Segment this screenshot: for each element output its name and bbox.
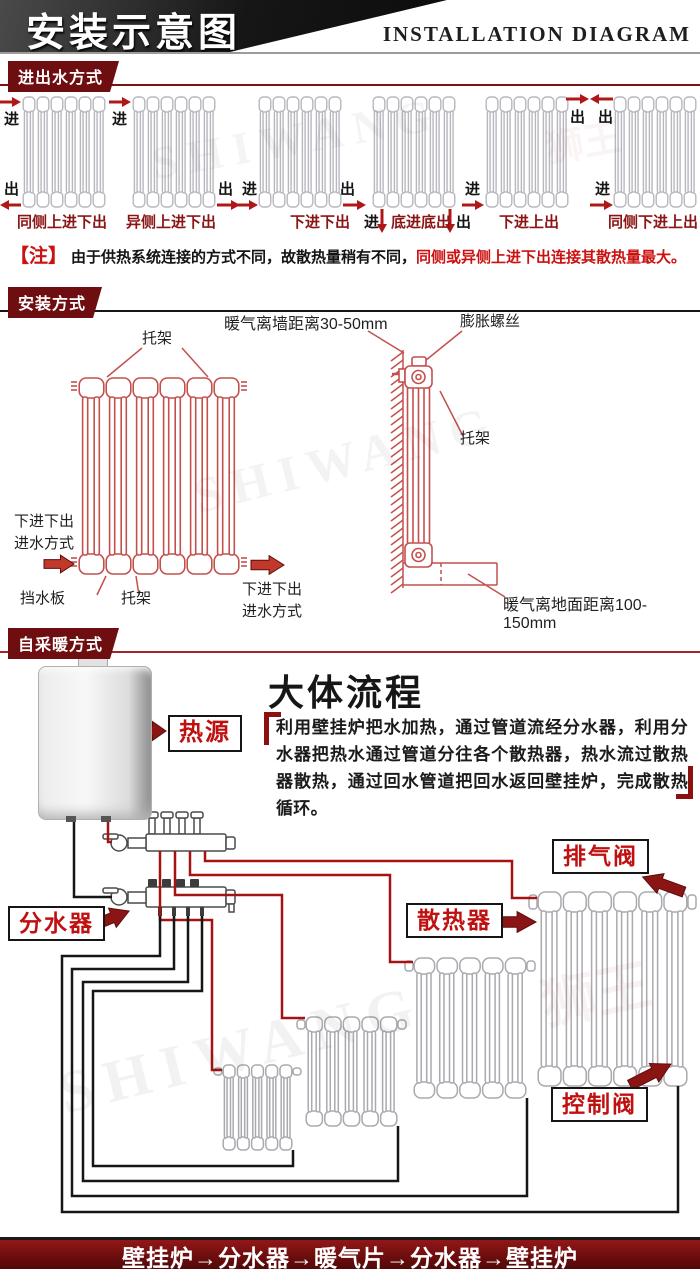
inlet-mode-line2: 进水方式 — [242, 603, 303, 620]
floor-distance-label: 暖气离地面距离100-150mm — [503, 597, 648, 632]
port-in-label: 进 — [242, 181, 258, 198]
inlet-mode-line1: 下进下出 — [242, 581, 303, 598]
port-in-label: 进 — [112, 111, 128, 128]
manifold-callout: 分水器 — [8, 906, 105, 942]
section-label-installation: 安装方式 — [8, 287, 102, 318]
inlet-mode-line1: 下进下出 — [14, 513, 75, 530]
section-label-self-heating: 自采暖方式 — [8, 628, 119, 659]
port-in-label: 进 — [465, 181, 481, 198]
section-divider-2 — [0, 310, 700, 312]
mode-label: 下进上出 — [498, 214, 559, 231]
mode-label: 底进底出 — [390, 214, 451, 231]
port-out-label: 出 — [218, 181, 234, 198]
page-subtitle: INSTALLATION DIAGRAM — [382, 22, 691, 46]
quote-corner-top — [264, 712, 281, 745]
control-valve-callout: 控制阀 — [551, 1087, 648, 1123]
note-text-highlight: 同侧或异侧上进下出连接其散热量最大。 — [416, 249, 687, 266]
port-in-label: 进 — [595, 181, 611, 198]
port-out-label: 出 — [340, 181, 356, 198]
note-tag: 【注】 — [10, 246, 68, 267]
bracket-label: 托架 — [121, 590, 152, 607]
port-out-label: 出 — [456, 214, 472, 231]
heat-source-callout: 热源 — [168, 715, 242, 752]
section-divider-3 — [0, 651, 700, 653]
quote-corner-bottom — [676, 766, 693, 799]
mode-label: 下进下出 — [289, 214, 350, 231]
port-out-label: 出 — [598, 109, 614, 126]
boiler-supply-port — [101, 816, 111, 822]
port-in-label: 进 — [4, 111, 20, 128]
boiler-return-port — [66, 816, 76, 822]
port-in-label: 进 — [364, 214, 380, 231]
radiator-callout: 散热器 — [406, 903, 503, 939]
section-divider-1 — [0, 84, 700, 86]
flow-title: 大体流程 — [268, 672, 425, 713]
flow-description: 利用壁挂炉把水加热，通过管道流经分水器，利用分水器把热水通过管道分往各个散热器，… — [276, 718, 688, 818]
expansion-screw-label: 膨胀螺丝 — [460, 313, 521, 330]
mode-label: 同侧上进下出 — [16, 214, 107, 231]
water-baffle-label: 挡水板 — [20, 590, 66, 607]
inlet-mode-label: 下进下出 进水方式 — [14, 511, 74, 555]
exhaust-valve-callout: 排气阀 — [552, 839, 649, 875]
header-divider — [0, 52, 700, 54]
note-row: 【注】 由于供热系统连接的方式不同，故散热量稍有不同， 同侧或异侧上进下出连接其… — [10, 241, 700, 268]
port-out-label: 出 — [570, 109, 586, 126]
note-text: 由于供热系统连接的方式不同，故散热量稍有不同， — [71, 249, 417, 266]
mode-label: 异侧上进下出 — [125, 214, 216, 231]
footer-bar: 壁挂炉→分水器→暖气片→分水器→壁挂炉 — [0, 1237, 700, 1269]
wall-distance-label: 暖气离墙距离30-50mm — [224, 316, 388, 333]
bracket-label: 托架 — [460, 430, 491, 447]
mode-label: 同侧下进上出 — [607, 214, 698, 231]
footer-flow-path: 壁挂炉→分水器→暖气片→分水器→壁挂炉 — [122, 1245, 578, 1269]
inlet-mode-label: 下进下出 进水方式 — [242, 579, 302, 623]
bracket-label: 托架 — [142, 330, 173, 347]
inlet-mode-line2: 进水方式 — [14, 535, 75, 552]
wall-hung-boiler — [38, 666, 152, 820]
port-out-label: 出 — [4, 181, 20, 198]
page-title: 安装示意图 — [26, 12, 242, 55]
section-label-inlet-outlet: 进出水方式 — [8, 61, 119, 92]
